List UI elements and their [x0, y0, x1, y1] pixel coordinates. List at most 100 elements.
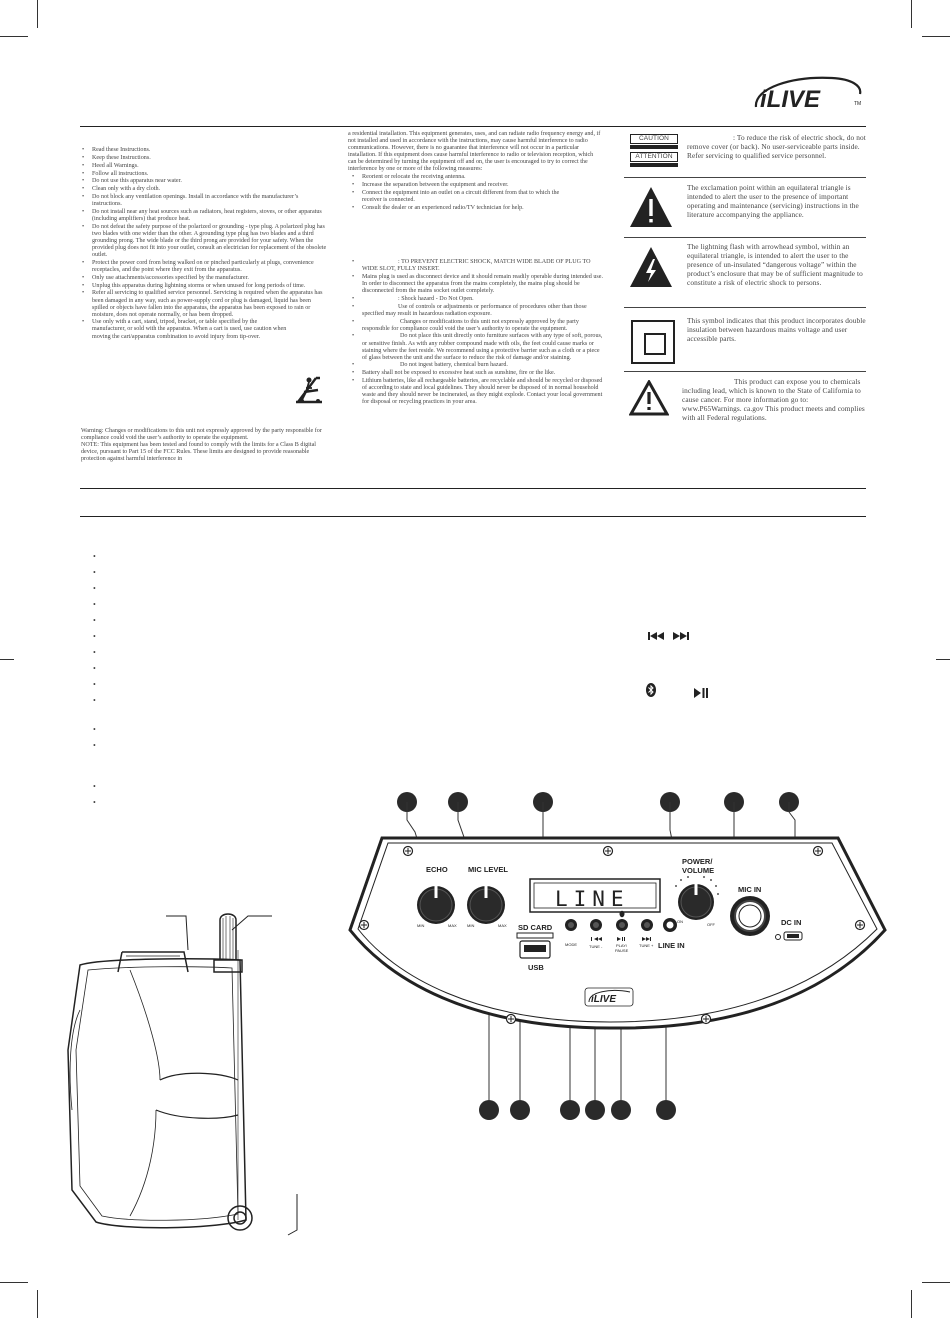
measure-item: Increase the separation between the equi… — [348, 182, 603, 189]
panel-logo-text: iLIVE — [591, 994, 616, 1005]
top-rule — [80, 126, 866, 127]
warning-item: Do not ingest battery, chemical burn haz… — [348, 362, 603, 369]
bottom-section-rule — [80, 488, 866, 489]
next-track-icon — [673, 628, 689, 646]
feature-bullet: • — [93, 648, 96, 657]
callout-marker — [560, 1100, 580, 1120]
warning-item-text: Do not place this unit directly onto fur… — [362, 333, 603, 361]
lightning-text: The lightning flash with arrowhead symbo… — [687, 242, 863, 287]
crop-mark — [911, 1290, 912, 1318]
warning-item: Battery shall not be exposed to excessiv… — [348, 370, 603, 377]
callout-marker — [656, 1100, 676, 1120]
divider — [624, 307, 866, 308]
lightning-triangle-icon — [629, 246, 673, 291]
tune-minus-label: TUNE - — [589, 944, 603, 949]
echo-min-label: MIN — [417, 923, 424, 928]
exclamation-triangle-icon — [629, 186, 673, 231]
safety-item: Unplug this apparatus during lightning s… — [78, 283, 328, 290]
warning-item: Mains plug is used as disconnect device … — [348, 274, 603, 295]
tune-minus-button[interactable] — [590, 919, 602, 931]
safety-item: Keep these Instructions. — [78, 155, 328, 162]
fcc-warning: Warning: Changes or modifications to thi… — [81, 428, 329, 463]
mode-button[interactable] — [565, 919, 577, 931]
speaker-side-view — [60, 890, 310, 1250]
feature-bullet: • — [93, 725, 96, 734]
crop-mark — [911, 0, 912, 28]
play-pause-button[interactable] — [616, 919, 628, 931]
callout-marker — [510, 1100, 530, 1120]
safety-item: Clean only with a dry cloth. — [78, 186, 328, 193]
warning-item: Lithium batteries, like all rechargeable… — [348, 378, 603, 406]
double-square-icon — [631, 320, 675, 364]
feature-bullet: • — [93, 782, 96, 791]
cart-warning-icon — [294, 372, 324, 404]
crop-mark — [0, 1282, 28, 1283]
next-track-icon — [642, 937, 651, 941]
warning-item-text: : TO PREVENT ELECTRIC SHOCK, MATCH WIDE … — [362, 259, 591, 273]
usb-label: USB — [528, 963, 544, 972]
safety-item: Do not use this apparatus near water. — [78, 178, 328, 185]
feature-bullet: • — [93, 680, 96, 689]
mode-label: MODE — [565, 942, 577, 947]
callout-marker — [585, 1100, 605, 1120]
caution-label: CAUTION — [630, 134, 678, 144]
exclamation-text: The exclamation point within an equilate… — [687, 183, 859, 219]
feature-bullet: • — [93, 552, 96, 561]
lcd-display-text: LINE — [555, 887, 630, 911]
crop-mark — [922, 1282, 950, 1283]
lightning-block: The lightning flash with arrowhead symbo… — [624, 242, 866, 303]
measure-item: Reorient or relocate the receiving anten… — [348, 174, 603, 181]
exclamation-block: The exclamation point within an equilate… — [624, 183, 866, 236]
power-volume-label-2: VOLUME — [682, 866, 714, 875]
bluetooth-icon — [646, 683, 656, 702]
feature-bullet: • — [93, 632, 96, 641]
divider — [624, 237, 866, 238]
warning-item-text: Use of controls or adjustments or perfor… — [362, 303, 587, 317]
line-in-jack[interactable] — [663, 918, 677, 932]
caution-text: : To reduce the risk of electric shock, … — [687, 133, 866, 160]
divider — [624, 371, 866, 372]
warning-text: Warning: Changes or modifications to thi… — [81, 428, 322, 442]
sd-card-label: SD CARD — [518, 923, 553, 932]
section-divider — [80, 516, 866, 517]
play-pause-icon — [694, 685, 708, 703]
mic-min-label: MIN — [467, 923, 474, 928]
callout-marker — [611, 1100, 631, 1120]
prop65-text: This product can expose you to chemicals… — [682, 377, 865, 422]
play-pause-label-1: PLAY/ — [616, 943, 628, 948]
tune-plus-button[interactable] — [641, 919, 653, 931]
safety-instructions-column: Read these Instructions. Keep these Inst… — [78, 147, 328, 341]
safety-item: Do not block any ventilation openings. I… — [78, 194, 328, 208]
safety-item: Refer all servicing to qualified service… — [78, 290, 328, 318]
caution-block: CAUTION ATTENTION : To reduce the risk o… — [624, 132, 866, 174]
safety-item: Only use attachments/accessories specifi… — [78, 275, 328, 282]
echo-label: ECHO — [426, 865, 448, 874]
dc-in-label: DC IN — [781, 918, 801, 927]
brand-logo-text: iLIVE — [760, 86, 821, 113]
mic-level-label: MIC LEVEL — [468, 865, 508, 874]
feature-bullet: • — [93, 616, 96, 625]
crop-mark — [37, 0, 38, 28]
feature-bullet: • — [93, 664, 96, 673]
double-insulation-block: This symbol indicates that this product … — [624, 316, 866, 367]
prev-track-icon — [648, 628, 664, 646]
prop65-warning-icon — [628, 378, 670, 419]
warning-item-text: : Shock hazard - Do Not Open. — [398, 295, 474, 302]
divider — [624, 177, 866, 178]
warning-item-text: Do not ingest battery, chemical burn haz… — [400, 362, 508, 369]
callout-marker — [479, 1100, 499, 1120]
feature-bullet: • — [93, 584, 96, 593]
line-in-label: LINE IN — [658, 941, 685, 950]
mic-in-label: MIC IN — [738, 885, 761, 894]
center-crop-mark — [936, 659, 950, 660]
sd-card-slot[interactable] — [516, 932, 554, 939]
safety-item: Do not defeat the safety purpose of the … — [78, 224, 328, 259]
caution-label-icon: CAUTION ATTENTION — [630, 134, 678, 167]
echo-max-label: MAX — [448, 923, 457, 928]
crop-mark — [0, 36, 28, 37]
safety-item: Protect the power cord from being walked… — [78, 260, 328, 274]
note-text: NOTE: This equipment has been tested and… — [81, 442, 316, 463]
prev-track-icon — [591, 937, 602, 941]
warning-item-text: Changes or modifications to this unit no… — [362, 318, 579, 332]
power-volume-label-1: POWER/ — [682, 857, 713, 866]
